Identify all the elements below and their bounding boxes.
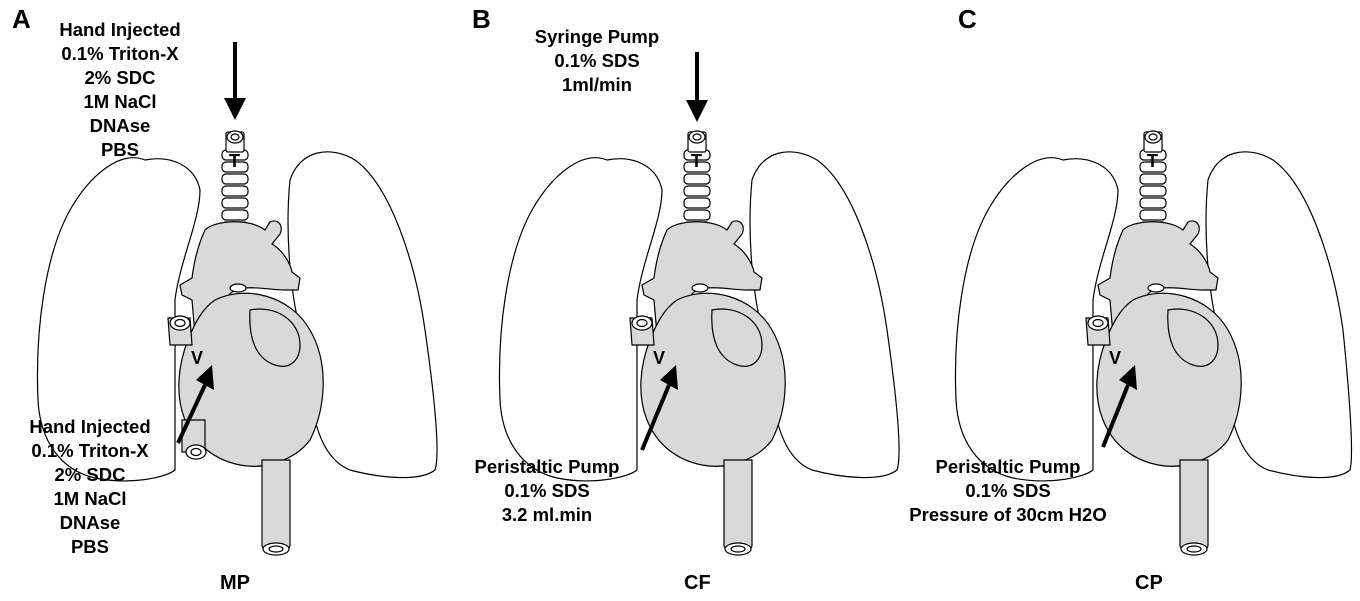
trachea-label: T <box>229 151 240 172</box>
protocol-line: 1M NaCl <box>40 90 200 114</box>
panel-letter: C <box>958 4 977 35</box>
group-label: MP <box>220 572 250 595</box>
protocol-line: Peristaltic Pump <box>888 455 1128 479</box>
top-protocol-text: Hand Injected 0.1% Triton-X 2% SDC 1M Na… <box>40 18 200 162</box>
trachea-label: T <box>1147 151 1158 172</box>
protocol-line: PBS <box>40 138 200 162</box>
panel-b: B Syringe Pump 0.1% SDS 1ml/min Peristal… <box>462 0 922 601</box>
protocol-line: PBS <box>5 535 175 559</box>
vessel-label: V <box>653 348 665 369</box>
group-label: CP <box>1135 572 1163 595</box>
bottom-protocol-text: Peristaltic Pump 0.1% SDS Pressure of 30… <box>888 455 1128 527</box>
vessel-label: V <box>191 348 203 369</box>
protocol-line: Pressure of 30cm H2O <box>888 503 1128 527</box>
protocol-line: 1ml/min <box>517 73 677 97</box>
top-protocol-text: Syringe Pump 0.1% SDS 1ml/min <box>517 25 677 97</box>
descending-aorta <box>262 460 290 553</box>
group-label: CF <box>684 572 711 595</box>
trachea <box>222 131 248 232</box>
protocol-line: Hand Injected <box>5 415 175 439</box>
protocol-line: 2% SDC <box>5 463 175 487</box>
protocol-line: 0.1% SDS <box>462 479 632 503</box>
protocol-line: Syringe Pump <box>517 25 677 49</box>
bottom-protocol-text: Peristaltic Pump 0.1% SDS 3.2 ml.min <box>462 455 632 527</box>
trachea <box>1140 131 1166 232</box>
panel-c: C Peristaltic Pump 0.1% SDS Pressure of … <box>918 0 1360 601</box>
trachea <box>684 131 710 232</box>
protocol-line: 0.1% Triton-X <box>40 42 200 66</box>
protocol-line: Peristaltic Pump <box>462 455 632 479</box>
protocol-line: 2% SDC <box>40 66 200 90</box>
panel-letter: A <box>12 4 31 35</box>
protocol-line: Hand Injected <box>40 18 200 42</box>
protocol-line: 0.1% SDS <box>888 479 1128 503</box>
panel-letter: B <box>472 4 491 35</box>
descending-aorta <box>724 460 752 553</box>
protocol-line: 0.1% SDS <box>517 49 677 73</box>
protocol-line: DNAse <box>40 114 200 138</box>
panel-a: A Hand Injected 0.1% Triton-X 2% SDC 1M … <box>0 0 460 601</box>
trachea-label: T <box>691 151 702 172</box>
protocol-line: DNAse <box>5 511 175 535</box>
bottom-protocol-text: Hand Injected 0.1% Triton-X 2% SDC 1M Na… <box>5 415 175 559</box>
protocol-line: 0.1% Triton-X <box>5 439 175 463</box>
descending-aorta <box>1180 460 1208 553</box>
protocol-line: 1M NaCl <box>5 487 175 511</box>
protocol-line: 3.2 ml.min <box>462 503 632 527</box>
vessel-label: V <box>1109 348 1121 369</box>
